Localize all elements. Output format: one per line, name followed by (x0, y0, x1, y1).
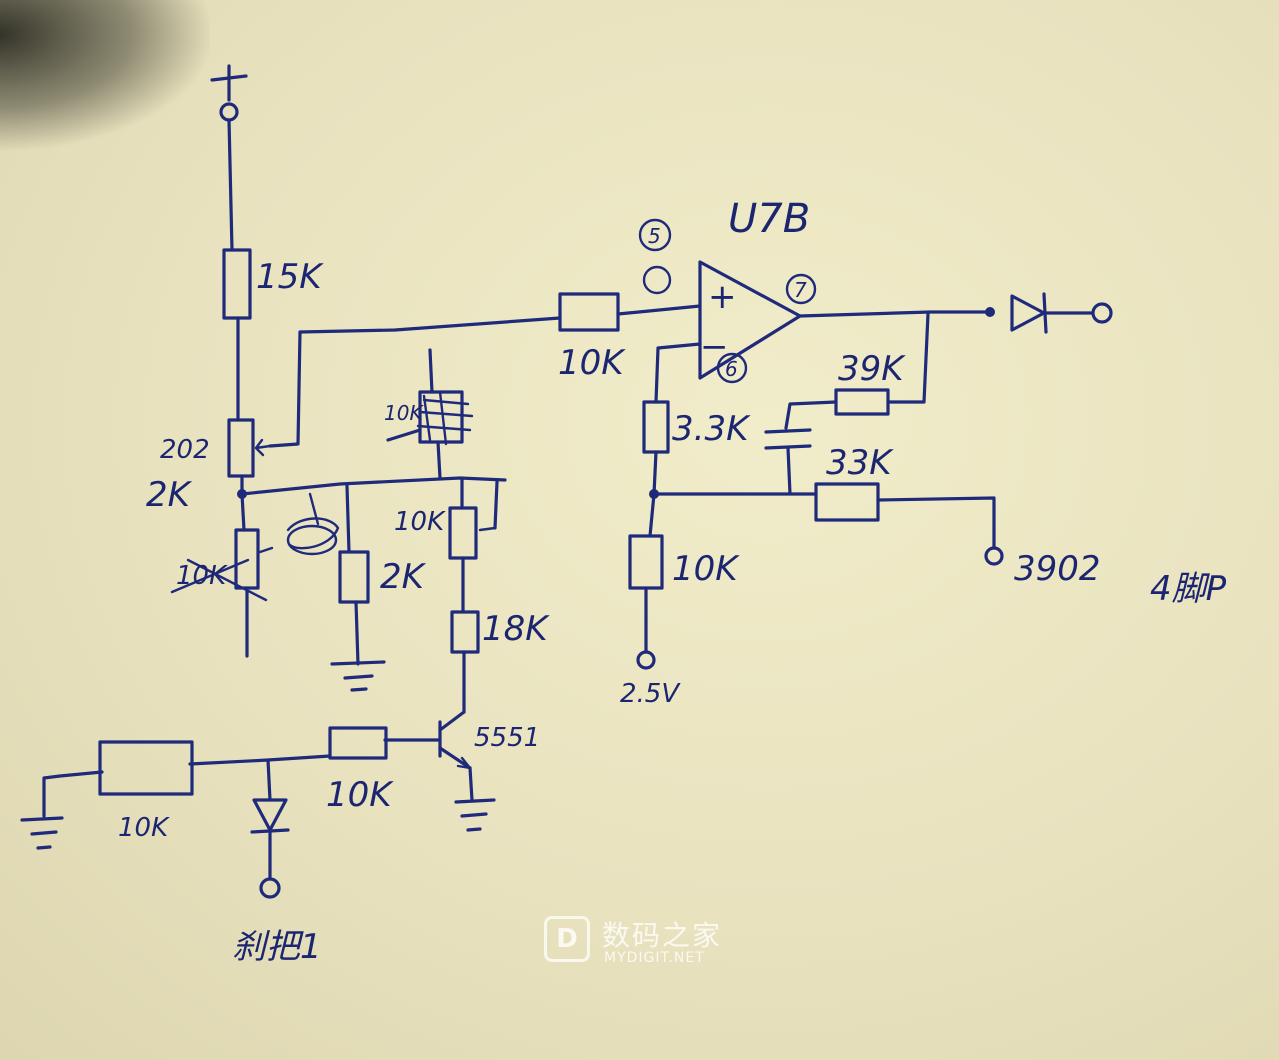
wire-wiper-to-opamp (268, 316, 562, 448)
ground-symbol-transistor (454, 798, 496, 832)
wire-plus-input (616, 304, 702, 316)
opamp-u7b (698, 260, 802, 380)
diode-input (250, 758, 290, 899)
label-pin7: 7 (794, 278, 807, 302)
label-2-5v: 2.5V (620, 679, 681, 709)
label-opamp-minus: − (700, 327, 729, 367)
watermark-title: 数码之家 (602, 919, 723, 952)
wire-supply (227, 118, 234, 252)
ground-symbol (330, 660, 386, 692)
wire-node-to-10k (648, 492, 656, 538)
wire-rail (240, 476, 507, 496)
resistor-10k-noninv (558, 292, 620, 332)
scribble-mark (286, 492, 340, 556)
watermark-sub: MYDIGIT.NET (604, 950, 705, 966)
label-10k-noninv: 10K (558, 343, 626, 383)
diode-output (985, 292, 1113, 334)
resistor-39k (834, 388, 890, 416)
label-3902: 3902 (1014, 549, 1101, 589)
capacitor (764, 428, 812, 496)
wire-input-line (188, 754, 332, 766)
label-10k-base: 10K (326, 775, 394, 815)
potentiometer-10k-left (170, 492, 274, 658)
label-3-3k: 3.3K (672, 409, 751, 449)
label-5551: 5551 (474, 723, 540, 753)
pin5-circle-small (642, 265, 672, 295)
supply-terminal (210, 64, 248, 122)
resistor-10k-gnd (628, 534, 664, 590)
wire-33-node (652, 450, 658, 496)
label-pot-2k: 2K (146, 475, 193, 515)
watermark: D 数码之家 MYDIGIT.NET (544, 912, 744, 972)
label-pot-10k-top: 10K (384, 401, 424, 425)
label-pot-10k-mid: 10K (394, 507, 446, 537)
resistor-33k (814, 482, 880, 522)
wire-minus-input (654, 342, 702, 404)
label-pot-10k-left: 10K (176, 561, 228, 591)
label-2k: 2K (380, 557, 427, 597)
resistor-10k-base (328, 726, 388, 760)
pin5-circle (638, 218, 672, 252)
pin7-circle (785, 273, 817, 305)
label-input: 刹把1 (232, 927, 322, 967)
wire-33k-out (876, 496, 996, 550)
label-opamp-plus: + (708, 277, 737, 317)
label-pin4: 4脚P (1150, 569, 1227, 609)
potentiometer-2k (227, 418, 272, 478)
potentiometer-10k-mid (448, 476, 499, 614)
label-39k: 39K (838, 349, 906, 389)
terminal-2-5v (636, 650, 656, 670)
label-33k: 33K (826, 443, 894, 483)
label-10k-input: 10K (118, 813, 170, 843)
wire-fb-left (784, 400, 838, 430)
label-opamp: U7B (728, 196, 810, 242)
wire-to-ground (42, 770, 104, 818)
resistor-15k (222, 248, 252, 320)
transistor-5551 (438, 710, 474, 802)
label-18k: 18K (482, 609, 550, 649)
label-pin5: 5 (648, 224, 661, 248)
label-15k: 15K (256, 257, 324, 297)
label-10k-gnd: 10K (672, 549, 740, 589)
terminal-3902 (984, 546, 1004, 566)
resistor-10k-input (98, 740, 194, 796)
photo-shadow (0, 0, 210, 150)
wire-output (798, 310, 992, 318)
resistor-2k (338, 484, 370, 666)
watermark-logo: D (544, 916, 590, 962)
label-pin6: 6 (725, 357, 738, 381)
resistor-18k (450, 610, 480, 714)
wire-fb-right (886, 312, 930, 404)
potentiometer-10k-top (386, 348, 474, 480)
pin6-circle (716, 352, 748, 384)
resistor-3-3k (642, 400, 670, 454)
ground-symbol-left (20, 816, 64, 850)
label-pot-202: 202 (160, 435, 210, 465)
